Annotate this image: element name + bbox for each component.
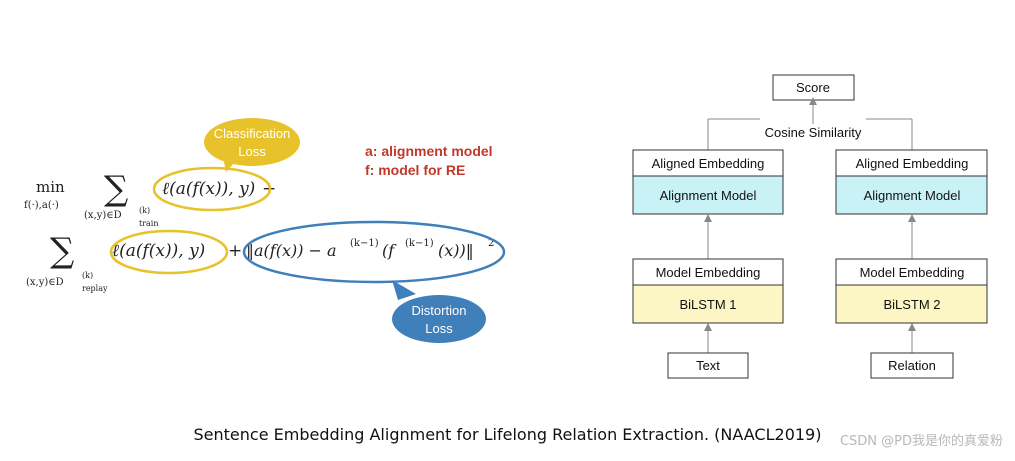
classification-term-1: ℓ(a(f(x)), y): [162, 179, 255, 199]
left-alignment-model-label: Alignment Model: [660, 188, 757, 203]
architecture-diagram: Score Cosine Similarity Aligned Embeddin…: [632, 74, 988, 379]
classification-loss-line-2: Loss: [238, 144, 266, 159]
cosine-similarity-label: Cosine Similarity: [765, 125, 862, 140]
right-encoder-box: [835, 284, 988, 324]
distortion-tail: (x))‖: [438, 241, 474, 260]
distortion-superscript-2: (k−1): [405, 238, 434, 249]
text-input-label: Text: [696, 358, 720, 373]
right-alignment-model-box: [835, 175, 988, 215]
figure-caption: Sentence Embedding Alignment for Lifelon…: [193, 425, 822, 444]
replay-label: replay: [82, 284, 108, 293]
min-operator: min: [36, 178, 65, 196]
plus-sign-2: +: [228, 241, 242, 261]
sum-train-subscript: (x,y)∈D: [84, 210, 122, 221]
score-box: [772, 74, 855, 101]
train-k-superscript: (k): [139, 206, 150, 215]
classification-loss-line-1: Classification: [214, 126, 291, 141]
left-aligned-embedding-box: [632, 149, 784, 177]
train-label: train: [139, 219, 159, 228]
relation-input-box: [870, 352, 954, 379]
left-encoder-label: BiLSTM 1: [679, 297, 736, 312]
legend-a: a: alignment model: [365, 143, 493, 159]
min-subscript: f(·),a(·): [24, 200, 59, 211]
left-alignment-model-box: [632, 175, 784, 215]
sum-symbol-train: ∑: [104, 169, 128, 209]
watermark: CSDN @PD我是你的真爱粉: [839, 434, 1003, 449]
distortion-loss-bubble: Distortion Loss: [392, 280, 486, 343]
left-aligned-embedding-label: Aligned Embedding: [652, 156, 765, 171]
right-model-embedding-label: Model Embedding: [860, 265, 965, 280]
distortion-loss-line-2: Loss: [425, 321, 453, 336]
right-alignment-model-label: Alignment Model: [864, 188, 961, 203]
replay-k-superscript: (k): [82, 271, 93, 280]
score-label: Score: [796, 80, 830, 95]
loss-formula: min f(·),a(·) ∑ (x,y)∈D (k) train ℓ(a(f(…: [24, 166, 506, 293]
classification-term-2: ℓ(a(f(x)), y): [112, 241, 205, 261]
sum-symbol-replay: ∑: [50, 231, 74, 271]
right-encoder-label: BiLSTM 2: [883, 297, 940, 312]
right-aligned-embedding-box: [835, 149, 988, 177]
left-encoder-box: [632, 284, 784, 324]
relation-input-label: Relation: [888, 358, 936, 373]
classification-loss-bubble: Classification Loss: [204, 118, 300, 172]
right-aligned-embedding-label: Aligned Embedding: [856, 156, 969, 171]
distortion-term: ‖a(f(x)) − a: [246, 241, 337, 260]
classification-ellipse-2: [109, 229, 229, 275]
sum-replay-subscript: (x,y)∈D: [26, 277, 64, 288]
classification-ellipse-1: [152, 166, 272, 212]
distortion-ellipse: [242, 220, 506, 284]
legend-f: f: model for RE: [365, 162, 465, 178]
distortion-loss-line-1: Distortion: [412, 303, 467, 318]
distortion-superscript-1: (k−1): [350, 238, 379, 249]
left-model-embedding-label: Model Embedding: [656, 265, 761, 280]
squared-exponent: 2: [488, 238, 494, 249]
text-input-box: [667, 352, 749, 379]
left-model-embedding-box: [632, 258, 784, 286]
distortion-middle: (f: [382, 241, 397, 260]
